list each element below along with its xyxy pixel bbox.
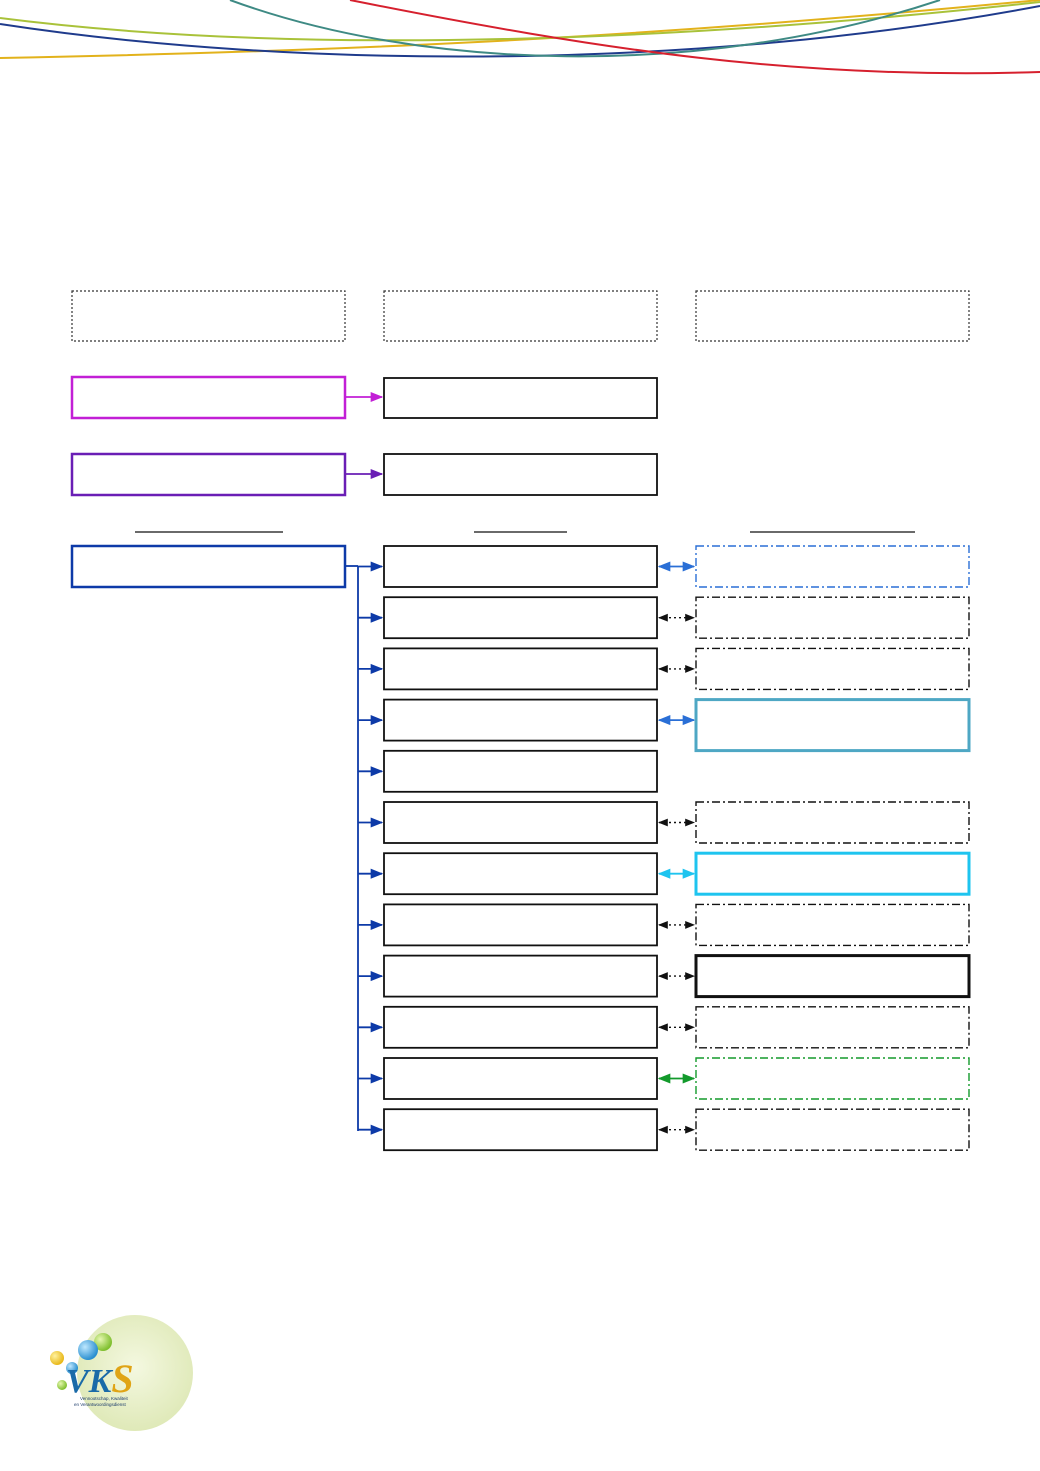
child-box [383,647,658,691]
child-box [383,1057,658,1100]
child-box [383,801,658,844]
partner-box [695,545,970,588]
child-box [383,852,658,896]
partner-box [694,954,971,999]
child-box [383,698,658,742]
child-box [383,903,658,947]
swoosh-line-yellow [0,0,1040,59]
partner-box [695,647,970,691]
column-header-box-1 [71,290,346,342]
child-box [383,545,658,588]
vks-logo: VKS Vennootschap, Kwaliteit en Verantwoo… [50,1315,193,1431]
logo-ball-blue [78,1340,98,1360]
main-node-box [70,544,347,589]
swoosh-line-navy [0,5,1040,58]
logo-ball-green [94,1333,112,1351]
logo-tagline-line1: Vennootschap, Kwaliteit [80,1396,129,1401]
partner-box [695,1006,970,1049]
logo-ball-yellow [50,1351,64,1365]
logo-ball-small-blue [66,1362,78,1374]
row1-source-box [70,375,347,420]
swoosh-line-teal [229,0,941,58]
swoosh-line-red [349,0,1040,75]
partner-box [695,801,970,844]
child-box [383,749,658,793]
partner-box [694,698,971,753]
child-box [383,596,658,640]
row2-source-box [70,452,347,497]
partner-box [695,596,970,639]
column-header-box-3 [695,290,970,342]
logo-wordmark: VKS [66,1356,134,1401]
row1-target-box [383,377,658,419]
column-header-box-2 [383,290,658,342]
child-box [383,954,658,998]
children-group [358,545,971,1152]
logo-ball-small-green [57,1380,67,1390]
partner-box [695,903,970,947]
partner-box [695,1057,970,1100]
row2-target-box [383,453,658,496]
partner-box [695,1108,970,1151]
swoosh-line-olive [0,1,1040,42]
child-box [383,1005,658,1049]
logo-tagline-line2: en Verantwoordingsdienst [74,1402,127,1407]
child-box [383,1108,658,1152]
header-swoosh-decoration [0,0,1040,75]
partner-box [694,851,971,896]
org-diagram [70,290,971,1152]
